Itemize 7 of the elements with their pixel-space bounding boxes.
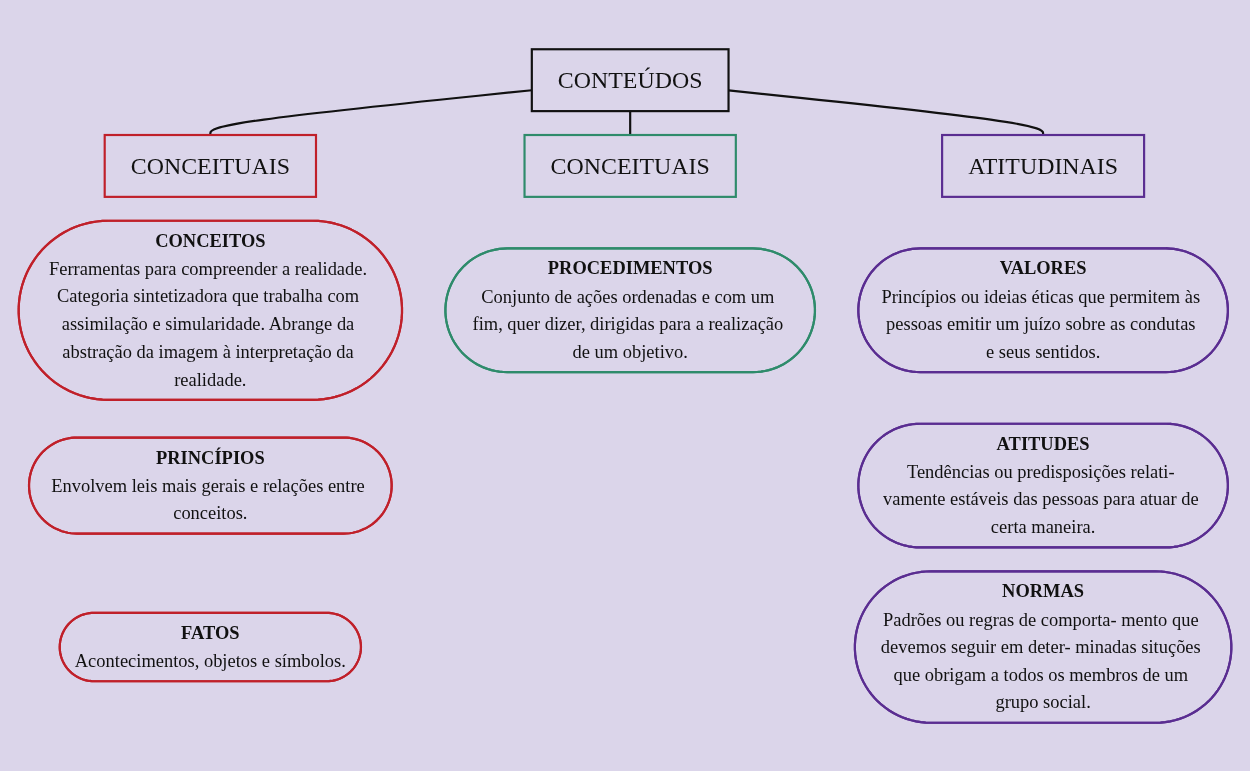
node-box: ATITUDINAIS <box>941 133 1146 198</box>
node-box: CONCEITUAIS <box>523 133 737 198</box>
connector <box>209 88 532 135</box>
node-box: CONTEÚDOS <box>530 47 730 112</box>
connector <box>629 110 632 135</box>
connector <box>728 88 1045 135</box>
node-box: CONCEITUAIS <box>103 133 318 198</box>
